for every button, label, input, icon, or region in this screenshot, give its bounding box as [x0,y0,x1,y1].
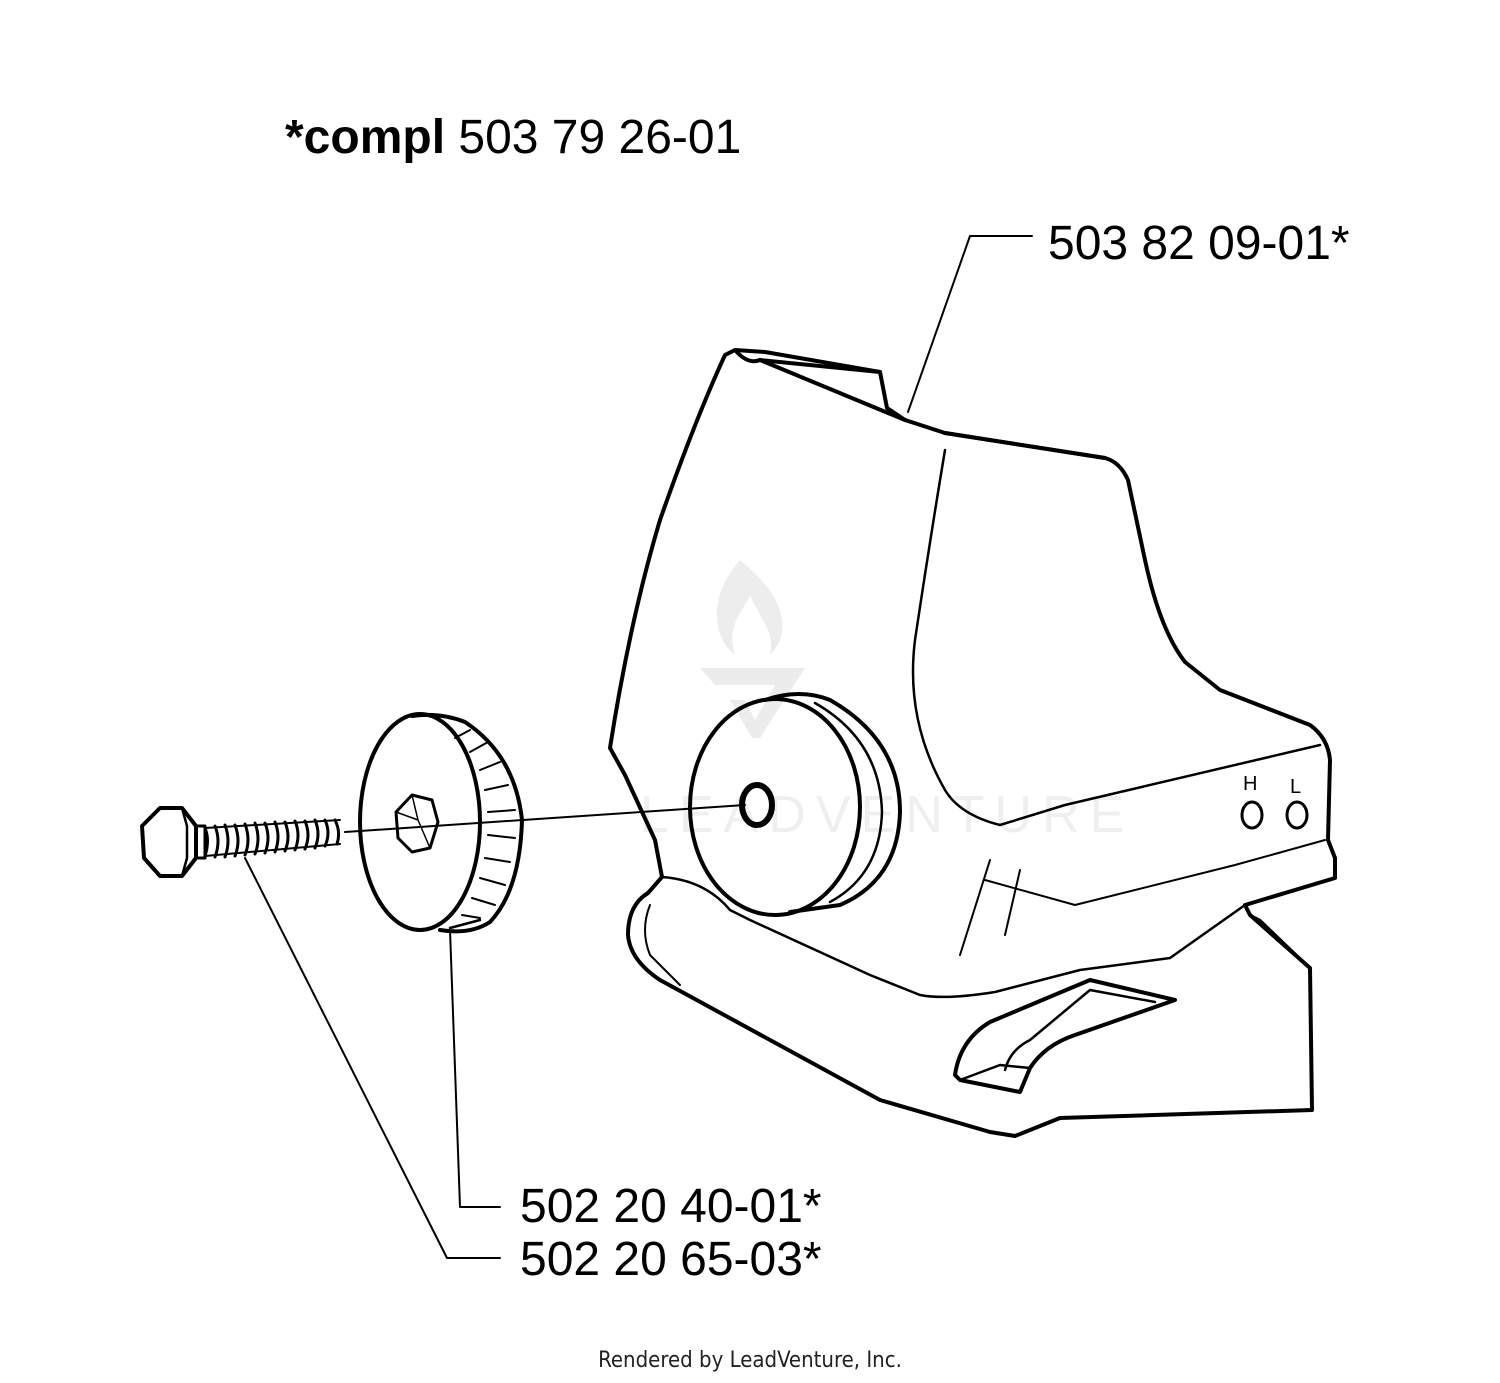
assembly-prefix: *compl [285,111,446,164]
screw-part-number: 502 20 65-03* [520,1233,822,1286]
adjust-high-label: H [1243,773,1257,795]
assembly-axis-line [344,804,746,833]
footer-credit: Rendered by LeadVenture, Inc. [598,1348,902,1373]
watermark-logo [700,560,805,738]
assembly-title: *compl 503 79 26-01 [285,114,741,162]
cover-leader-line [907,235,1033,413]
knob-part [358,712,524,934]
adjust-low-label: L [1290,776,1301,798]
knob-part-number: 502 20 40-01* [520,1180,822,1233]
cover-part-number: 503 82 09-01* [1048,217,1350,270]
knob-leader-line [449,929,501,1208]
cover-part [608,348,1337,1138]
screw-part [140,806,341,878]
watermark-text: LEADVENTURE [640,786,1135,844]
screw-leader-line [244,857,501,1259]
assembly-number: 503 79 26-01 [458,111,742,164]
